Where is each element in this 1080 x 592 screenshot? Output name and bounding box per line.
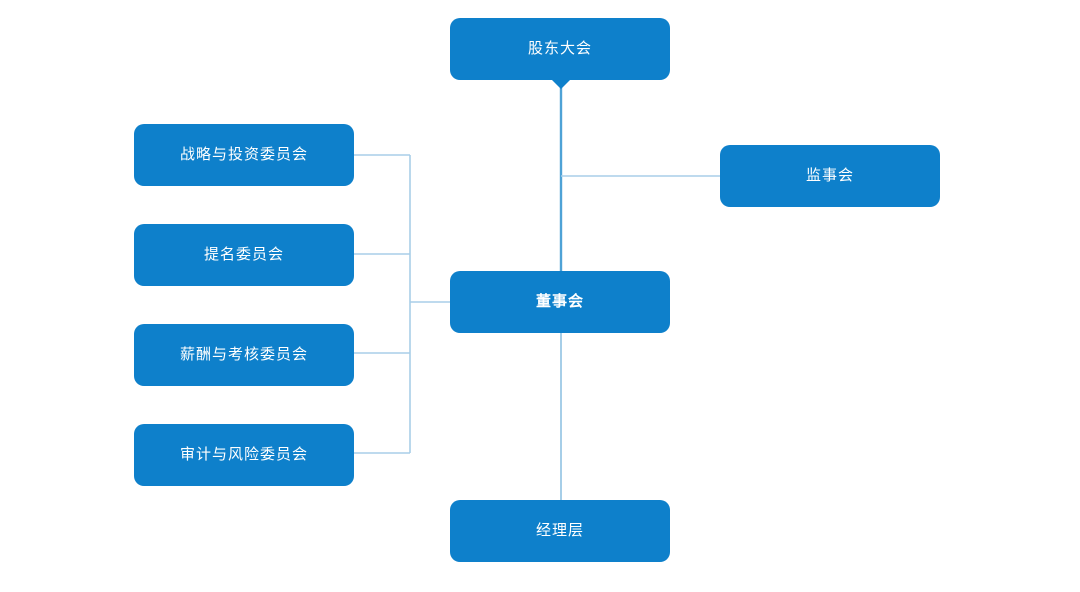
node-audit-risk-committee[interactable]: 审计与风险委员会 [134,424,354,486]
node-nomination-committee-label: 提名委员会 [203,246,284,263]
arrow-marker-shareholders-bottom [552,80,570,89]
node-board-of-supervisors[interactable]: 监事会 [720,145,940,207]
node-management-layer[interactable]: 经理层 [450,500,670,562]
node-shareholders-meeting-label: 股东大会 [527,40,592,57]
node-audit-risk-committee-label: 审计与风险委员会 [179,446,308,463]
node-strategy-investment-committee[interactable]: 战略与投资委员会 [134,124,354,186]
arrow-marker-board-top [552,271,570,280]
node-strategy-investment-committee-label: 战略与投资委员会 [179,146,308,163]
node-shareholders-meeting[interactable]: 股东大会 [450,18,670,80]
node-board-of-supervisors-label: 监事会 [805,167,854,184]
node-nomination-committee[interactable]: 提名委员会 [134,224,354,286]
node-management-layer-label: 经理层 [535,522,584,539]
node-board-of-directors-label: 董事会 [535,293,584,310]
node-remuneration-appraisal-committee-label: 薪酬与考核委员会 [179,346,308,363]
node-remuneration-appraisal-committee[interactable]: 薪酬与考核委员会 [134,324,354,386]
arrow-marker-board-bottom [552,324,570,333]
node-board-of-directors[interactable]: 董事会 [450,271,670,333]
